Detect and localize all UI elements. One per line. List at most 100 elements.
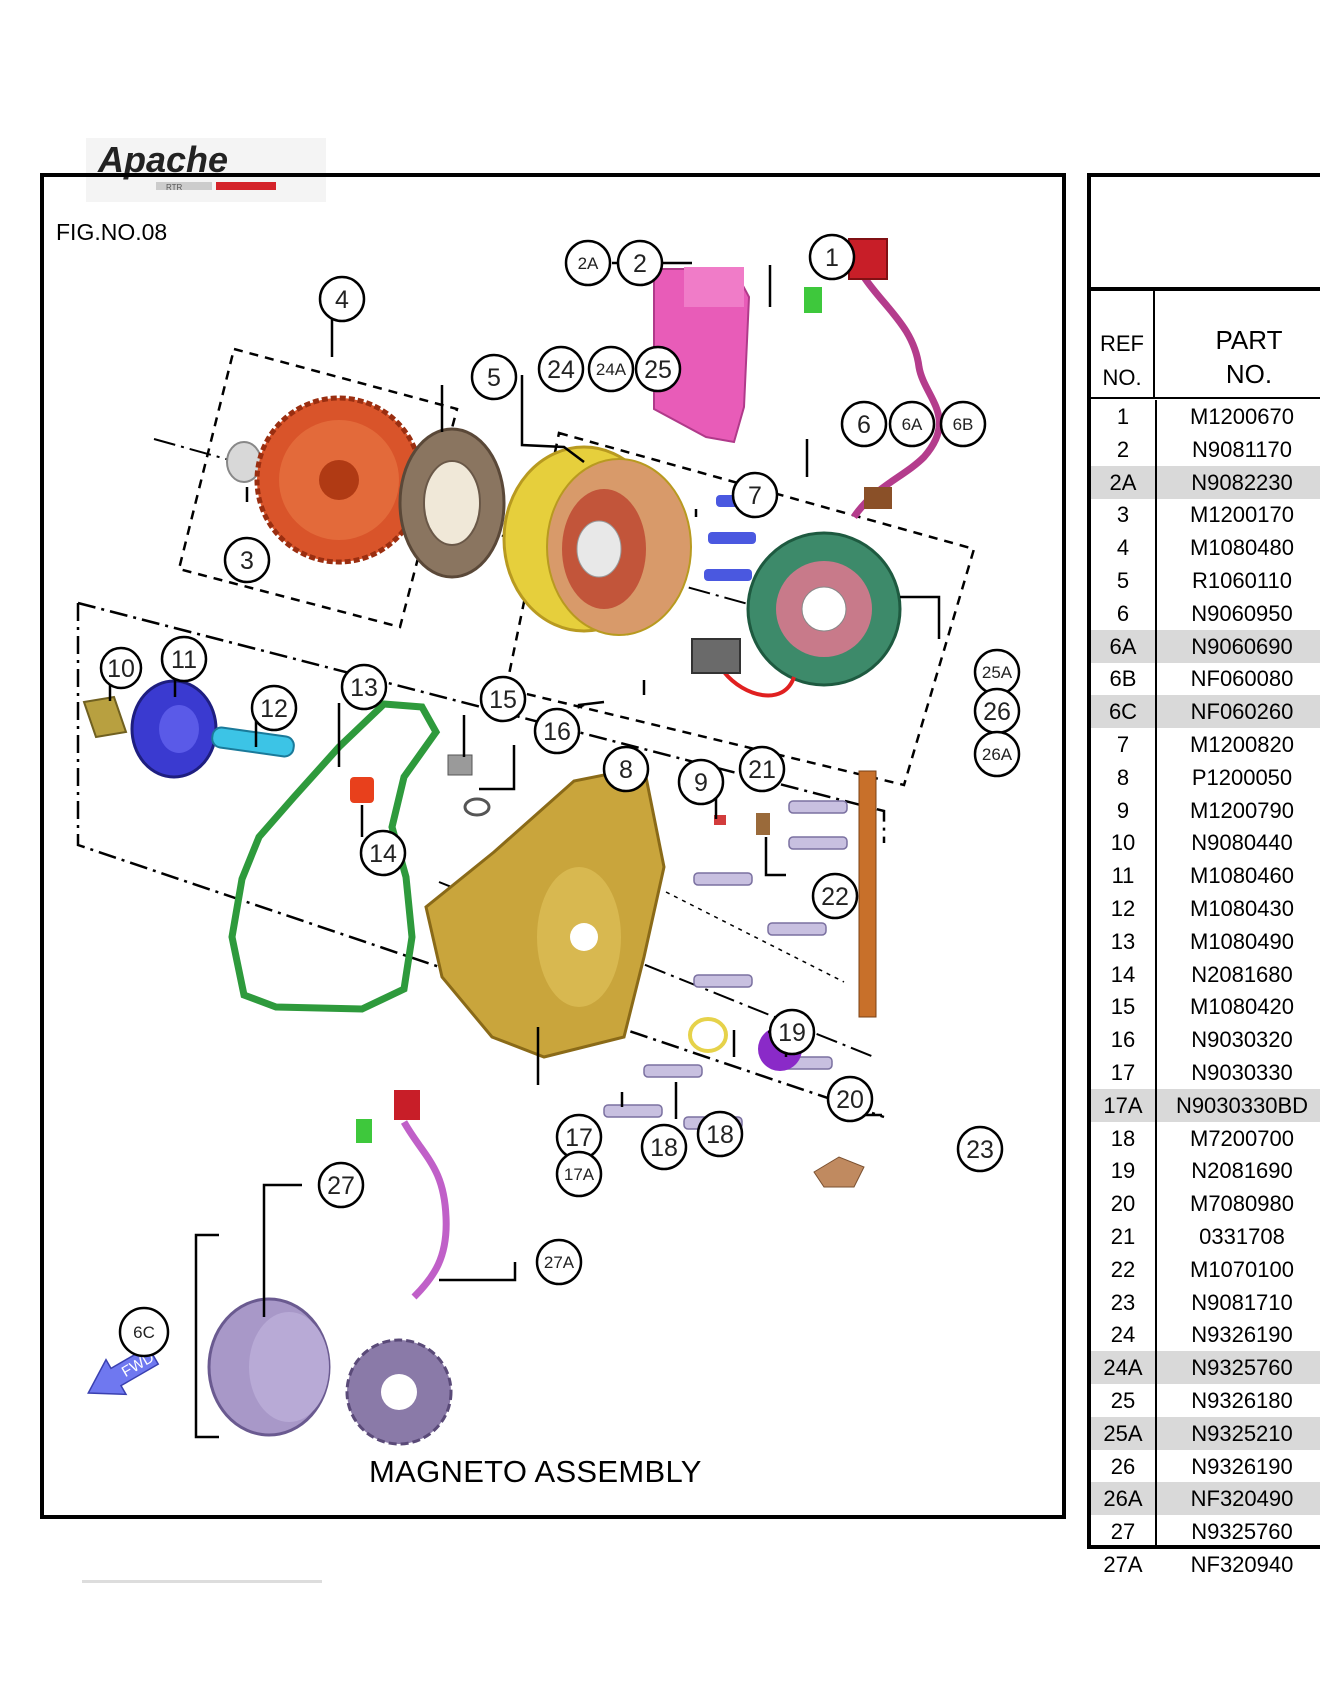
part-number-cell: N9325210 <box>1191 1420 1293 1446</box>
ref-cell: 25A <box>1103 1420 1143 1446</box>
callout-label: 24 <box>547 356 575 384</box>
connector-green-2 <box>356 1119 372 1143</box>
magneto-cover-part <box>424 765 666 1059</box>
callout-circle <box>118 1306 170 1358</box>
collar-part <box>350 777 374 803</box>
ref-cell: 26 <box>1110 1453 1136 1479</box>
group-box-flywheel <box>177 347 459 629</box>
ref-cell: 3 <box>1116 502 1130 528</box>
callout-circle <box>939 400 987 448</box>
part-number-cell: N9326180 <box>1191 1388 1293 1413</box>
callout-label: 10 <box>107 655 135 683</box>
header-part-line1: PART <box>1215 325 1283 355</box>
table-row: 25A N9325210 <box>1091 1416 1320 1450</box>
ref-cell: 25 <box>1110 1388 1136 1413</box>
callout-circle <box>826 1075 874 1123</box>
callout-label: 17 <box>565 1124 593 1152</box>
callout-label: 3 <box>240 547 254 575</box>
ref-cell: 6A <box>1109 633 1137 659</box>
callout-label: 5 <box>487 364 501 392</box>
part-number-cell: NF320940 <box>1190 1552 1294 1577</box>
connector-green <box>804 287 822 313</box>
callout-label: 15 <box>489 686 517 714</box>
callout-label: 11 <box>171 646 197 674</box>
table-row: 3 M1200170 <box>1091 498 1320 531</box>
callout-label: 6C <box>133 1323 155 1342</box>
part-number-cell: N2081680 <box>1191 961 1293 987</box>
part-number-cell: M7080980 <box>1190 1191 1294 1217</box>
harness-lower <box>400 1120 450 1300</box>
part-number-cell: M1070100 <box>1190 1256 1294 1282</box>
callout-circle <box>479 675 527 723</box>
plug-part <box>447 754 473 776</box>
callout-label: 2A <box>578 254 599 273</box>
pulley-part <box>130 679 218 779</box>
callout-label: 8 <box>619 756 633 784</box>
callout-label: 7 <box>748 482 762 510</box>
table-row: 13 M1080490 <box>1091 925 1320 958</box>
callout-label: 26A <box>982 745 1013 764</box>
header-part-line2: NO. <box>1225 359 1273 389</box>
callout-label: 14 <box>369 840 397 868</box>
group-box-rotor-stator <box>504 431 976 787</box>
callout-label: 1 <box>825 244 839 272</box>
callout-circle <box>634 345 682 393</box>
bottom-rule <box>82 1580 322 1583</box>
callout-label: 21 <box>748 756 776 784</box>
part-number-cell: N9081170 <box>1192 436 1292 462</box>
flywheel-rotor-part <box>502 445 692 636</box>
part-number-cell: R1060110 <box>1192 568 1292 593</box>
callout-label: 6A <box>902 415 923 434</box>
callout-circle <box>359 829 407 877</box>
callout-label: 22 <box>821 883 849 911</box>
callout-circle <box>537 345 585 393</box>
table-row: 27A NF320940 <box>1091 1548 1320 1581</box>
part-number-cell: N9325760 <box>1191 1519 1293 1545</box>
callout-circle <box>616 239 664 287</box>
callout-label: 18 <box>706 1121 734 1149</box>
part-number-cell: NF060080 <box>1190 666 1294 692</box>
part-number-cell: N2081690 <box>1191 1158 1293 1184</box>
ref-cell: 17 <box>1110 1060 1136 1085</box>
callout-circle <box>340 663 388 711</box>
callout-circle <box>956 1125 1004 1173</box>
callout-circle <box>160 635 208 683</box>
part-number-cell: NF320490 <box>1190 1486 1294 1512</box>
callout-circle <box>808 233 856 281</box>
header-part-no: PART NO. <box>1157 291 1320 399</box>
ref-cell: 1 <box>1116 404 1130 429</box>
ref-cell: 13 <box>1110 928 1136 954</box>
ref-cell: 27A <box>1103 1552 1143 1577</box>
one-way-clutch-part <box>398 427 506 579</box>
ref-cell: 16 <box>1110 1027 1136 1053</box>
header-ref-line1: REF <box>1100 331 1144 356</box>
callout-label: 6 <box>857 411 871 439</box>
callout-circle <box>587 345 635 393</box>
ref-cell: 2A <box>1109 469 1137 495</box>
callout-circle <box>696 1110 744 1158</box>
callout-circle <box>223 536 271 584</box>
part-number-cell: M1200790 <box>1190 797 1294 823</box>
harness-bracket <box>858 770 877 1018</box>
callout-circle <box>317 1161 365 1209</box>
part-number-cell: M1080490 <box>1190 928 1294 954</box>
part-number-cell: M1200170 <box>1190 502 1294 528</box>
callout-circle <box>564 239 612 287</box>
callout-circle <box>533 707 581 755</box>
ref-cell: 11 <box>1111 863 1135 889</box>
connector-red <box>848 238 888 280</box>
logo-sub: RTR <box>166 183 183 192</box>
